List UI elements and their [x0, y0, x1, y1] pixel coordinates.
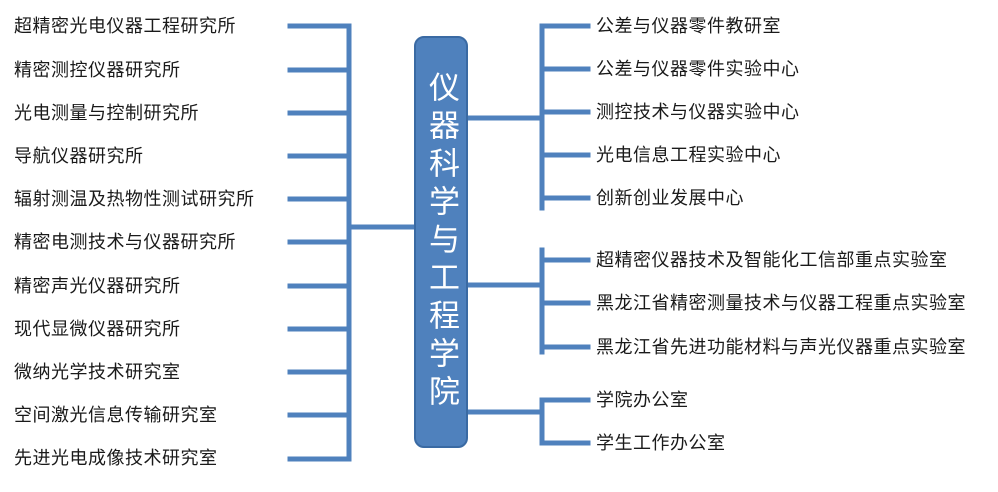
left-item: 精密声光仪器研究所 — [14, 276, 181, 297]
right-item: 公差与仪器零件实验中心 — [596, 59, 800, 80]
left-item: 超精密光电仪器工程研究所 — [14, 16, 236, 37]
right-item: 创新创业发展中心 — [596, 188, 744, 209]
left-item: 精密电测技术与仪器研究所 — [14, 232, 236, 253]
left-item: 微纳光学技术研究室 — [14, 362, 181, 383]
left-item: 光电测量与控制研究所 — [14, 103, 199, 124]
right-item: 测控技术与仪器实验中心 — [596, 102, 800, 123]
left-item: 现代显微仪器研究所 — [14, 319, 181, 340]
right-item: 公差与仪器零件教研室 — [596, 16, 781, 37]
left-item: 导航仪器研究所 — [14, 146, 144, 167]
center-title: 仪器科学与工程学院 — [423, 71, 459, 413]
left-item: 精密测控仪器研究所 — [14, 60, 181, 81]
center-node: 仪器科学与工程学院 — [414, 36, 468, 448]
left-item: 空间激光信息传输研究室 — [14, 405, 218, 426]
right-item: 超精密仪器技术及智能化工信部重点实验室 — [596, 250, 948, 271]
left-item: 先进光电成像技术研究室 — [14, 448, 218, 469]
right-item: 黑龙江省先进功能材料与声光仪器重点实验室 — [596, 337, 966, 358]
right-item: 学院办公室 — [596, 390, 689, 411]
left-item: 辐射测温及热物性测试研究所 — [14, 189, 255, 210]
right-item: 学生工作办公室 — [596, 433, 726, 454]
right-item: 黑龙江省精密测量技术与仪器工程重点实验室 — [596, 293, 966, 314]
right-item: 光电信息工程实验中心 — [596, 145, 781, 166]
